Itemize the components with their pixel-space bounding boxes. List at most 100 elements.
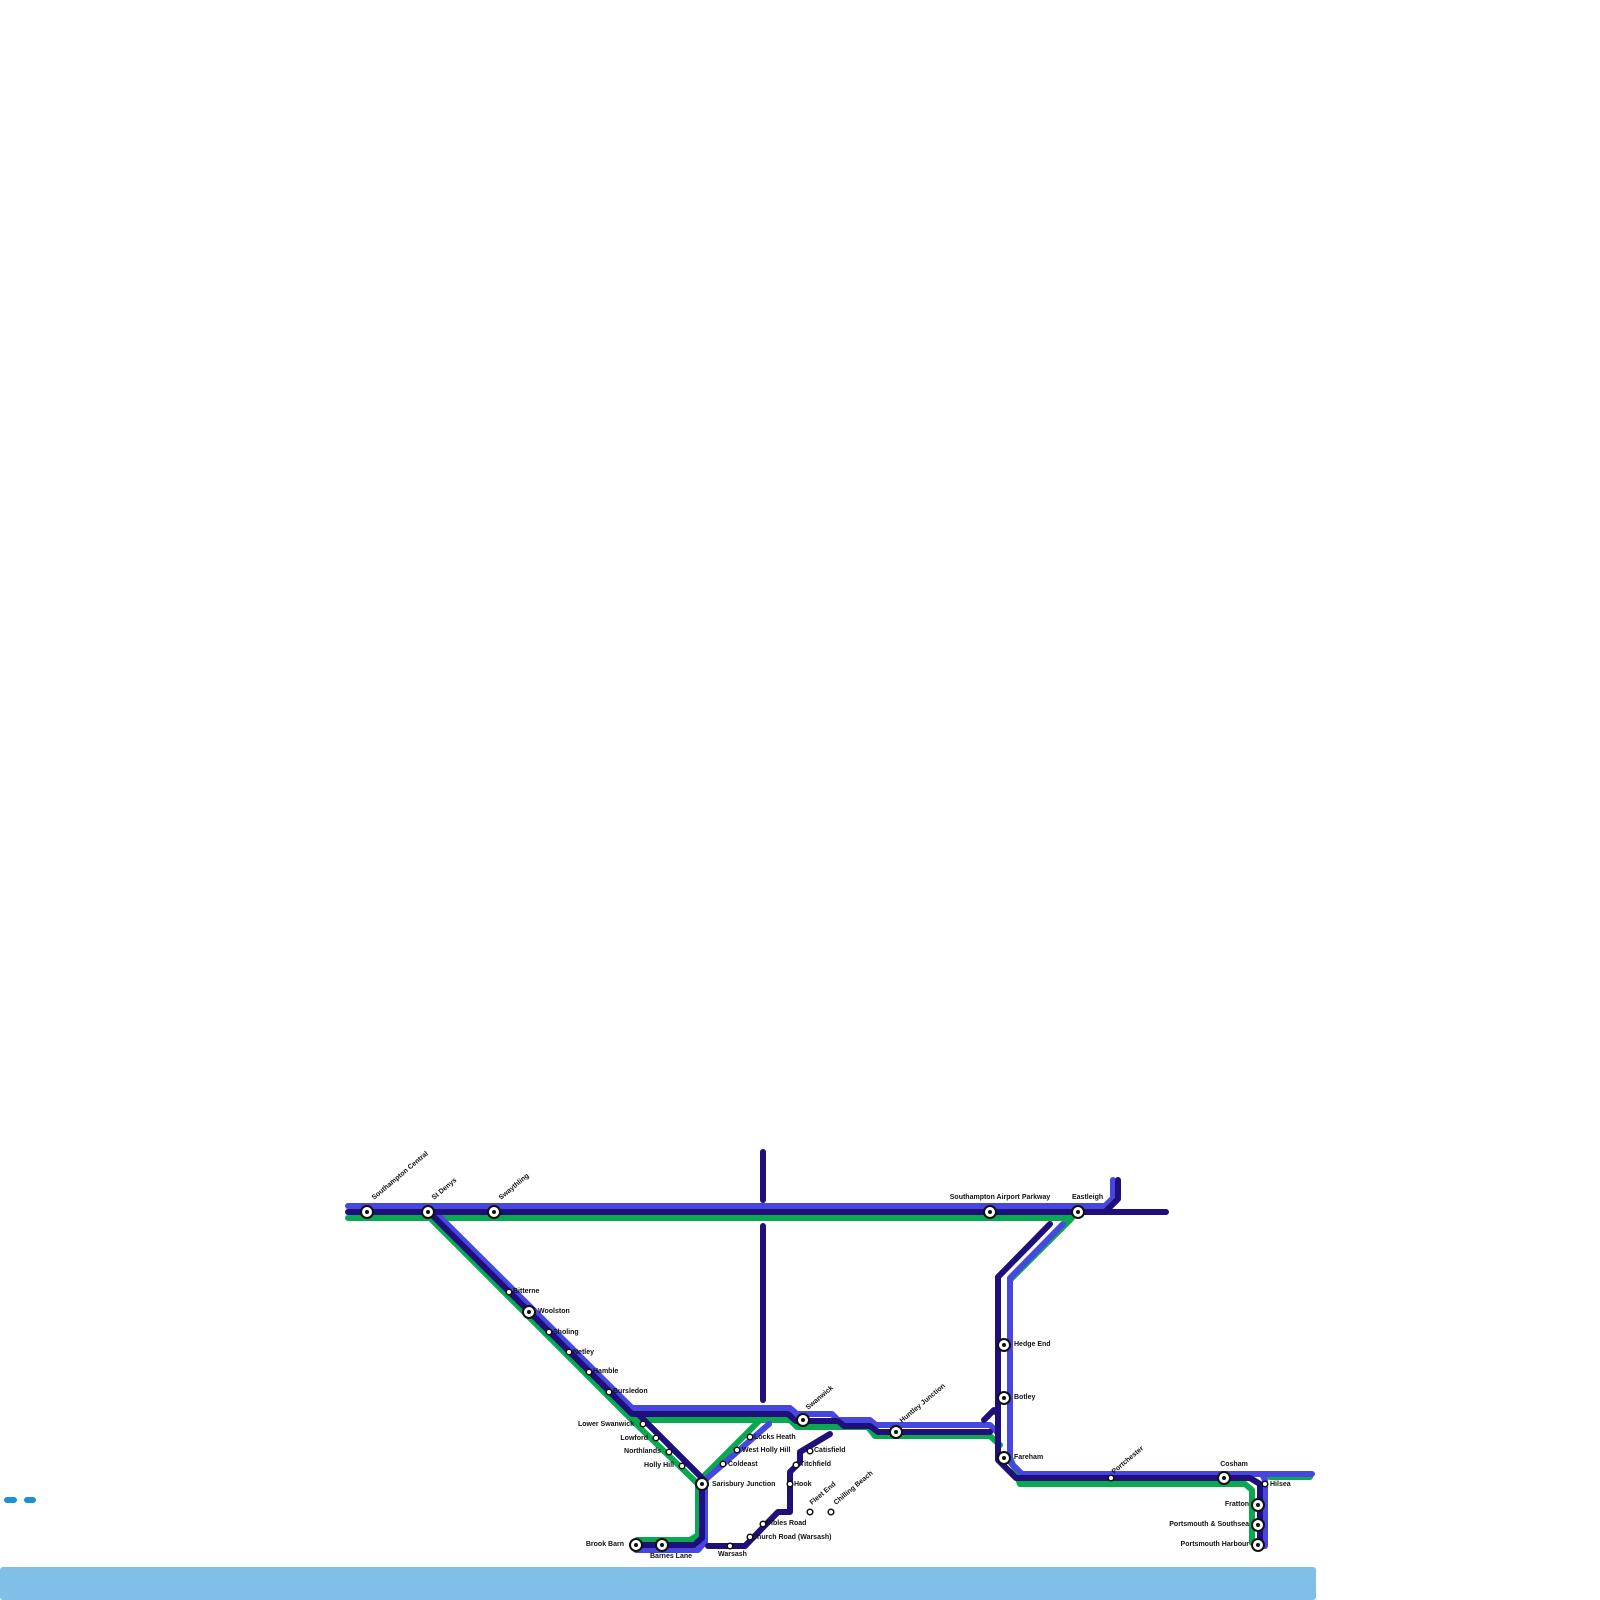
- station-marker-cosham[interactable]: [1217, 1471, 1231, 1485]
- station-marker-southampton-central[interactable]: [360, 1205, 374, 1219]
- label-chilling-beach: Chilling Beach: [833, 1470, 875, 1507]
- label-dibles-road: Dibles Road: [766, 1520, 806, 1527]
- station-marker-warsash[interactable]: [726, 1542, 734, 1550]
- label-catisfield: Catisfield: [814, 1447, 846, 1454]
- station-marker-hedge-end[interactable]: [997, 1338, 1011, 1352]
- station-marker-sholing[interactable]: [545, 1328, 553, 1336]
- label-botley: Botley: [1014, 1394, 1036, 1401]
- station-marker-botley[interactable]: [997, 1391, 1011, 1405]
- label-hook: Hook: [794, 1481, 812, 1488]
- stop-dot: [806, 1508, 814, 1516]
- station-marker-brook-barn[interactable]: [629, 1538, 643, 1552]
- station-marker-hilsea[interactable]: [1261, 1480, 1269, 1488]
- label-barnes-lane: Barnes Lane: [650, 1553, 692, 1560]
- station-marker-bitterne[interactable]: [505, 1288, 513, 1296]
- station-marker-eastleigh[interactable]: [1071, 1205, 1085, 1219]
- station-marker-sarisbury-junction[interactable]: [695, 1477, 709, 1491]
- stop-dot: [565, 1348, 573, 1356]
- station-marker-southampton-airport[interactable]: [983, 1205, 997, 1219]
- interchange-dot: [634, 1543, 638, 1547]
- stop-dot: [746, 1433, 754, 1441]
- label-cosham: Cosham: [1220, 1461, 1248, 1468]
- label-huntley-junction: Huntley Junction: [899, 1383, 947, 1425]
- interchange-dot: [365, 1210, 369, 1214]
- label-bitterne: Bitterne: [513, 1288, 540, 1295]
- station-marker-hook[interactable]: [786, 1480, 794, 1488]
- green-line-sarisbury-branch: [629, 1417, 701, 1543]
- station-marker-chilling-beach[interactable]: [827, 1508, 835, 1516]
- interchange-dot: [801, 1418, 805, 1422]
- station-marker-church-road[interactable]: [746, 1533, 754, 1541]
- stop-dot: [746, 1533, 754, 1541]
- dark-line: [345, 1149, 1263, 1549]
- station-marker-fareham[interactable]: [997, 1451, 1011, 1465]
- label-coldeast: Coldeast: [728, 1461, 758, 1468]
- label-st-denys: St Denys: [431, 1177, 459, 1202]
- blue-line-portsmouth: [1259, 1471, 1268, 1549]
- dark-line-netley-branch: [427, 1210, 993, 1435]
- station-marker-portsmouth-southsea[interactable]: [1251, 1518, 1265, 1532]
- label-titchfield: Titchfield: [800, 1461, 831, 1468]
- interchange-dot: [1222, 1476, 1226, 1480]
- label-sarisbury-junction: Sarisbury Junction: [712, 1481, 775, 1488]
- station-marker-fleet-end[interactable]: [806, 1508, 814, 1516]
- label-church-road: Church Road (Warsash): [752, 1534, 831, 1541]
- label-hamble: Hamble: [593, 1368, 618, 1375]
- station-marker-swaythling[interactable]: [487, 1205, 501, 1219]
- label-locks-heath: Locks Heath: [754, 1434, 796, 1441]
- station-marker-lower-swanwick[interactable]: [639, 1420, 647, 1428]
- station-marker-swanwick[interactable]: [796, 1413, 810, 1427]
- label-eastleigh: Eastleigh: [1072, 1194, 1103, 1201]
- station-marker-bursledon[interactable]: [605, 1388, 613, 1396]
- interchange-dot: [1002, 1396, 1006, 1400]
- station-marker-hamble[interactable]: [585, 1368, 593, 1376]
- label-portsmouth-southsea: Portsmouth & Southsea: [1169, 1521, 1249, 1528]
- label-swanwick: Swanwick: [805, 1385, 835, 1412]
- interchange-dot: [1002, 1456, 1006, 1460]
- green-line-netley-branch: [427, 1215, 1003, 1448]
- station-marker-barnes-lane[interactable]: [655, 1538, 669, 1552]
- label-holly-hill: Holly Hill: [644, 1462, 674, 1469]
- station-marker-st-denys[interactable]: [421, 1205, 435, 1219]
- interchange-dot: [1256, 1543, 1260, 1547]
- interchange-dot: [988, 1210, 992, 1214]
- label-netley: Netley: [573, 1349, 594, 1356]
- label-portsmouth-harbour: Portsmouth Harbour: [1181, 1541, 1250, 1548]
- station-marker-coldeast[interactable]: [719, 1460, 727, 1468]
- label-fareham: Fareham: [1014, 1454, 1043, 1461]
- label-hedge-end: Hedge End: [1014, 1341, 1051, 1348]
- station-marker-fratton[interactable]: [1251, 1498, 1265, 1512]
- station-marker-northlands[interactable]: [665, 1448, 673, 1456]
- label-warsash: Warsash: [718, 1551, 747, 1558]
- stop-dot: [726, 1542, 734, 1550]
- station-marker-huntley-junction[interactable]: [889, 1425, 903, 1439]
- station-marker-locks-heath[interactable]: [746, 1433, 754, 1441]
- station-marker-titchfield[interactable]: [792, 1461, 800, 1469]
- dark-line-botley-branch: [995, 1221, 1263, 1549]
- dark-line-eastleigh-spur: [1102, 1177, 1121, 1215]
- stop-dot: [545, 1328, 553, 1336]
- station-marker-portsmouth-harbour[interactable]: [1251, 1538, 1265, 1552]
- stop-dot: [639, 1420, 647, 1428]
- blue-line-netley-branch: [429, 1206, 1001, 1436]
- station-marker-woolston[interactable]: [522, 1305, 536, 1319]
- stations: [360, 1205, 1269, 1552]
- green-line-locks-heath-branch: [697, 1417, 763, 1483]
- station-marker-portchester[interactable]: [1107, 1474, 1115, 1482]
- stop-dot: [1107, 1474, 1115, 1482]
- legend-dash-2: [24, 1497, 36, 1503]
- station-marker-catisfield[interactable]: [806, 1447, 814, 1455]
- station-marker-netley[interactable]: [565, 1348, 573, 1356]
- stop-dot: [806, 1447, 814, 1455]
- stop-dot: [678, 1462, 686, 1470]
- label-brook-barn: Brook Barn: [586, 1541, 624, 1548]
- station-marker-lowford[interactable]: [652, 1434, 660, 1442]
- station-marker-west-holly-hill[interactable]: [733, 1446, 741, 1454]
- station-marker-dibles-road[interactable]: [759, 1520, 767, 1528]
- legend-dash-1: [4, 1497, 17, 1503]
- station-marker-holly-hill[interactable]: [678, 1462, 686, 1470]
- label-woolston: Woolston: [538, 1308, 570, 1315]
- interchange-dot: [1256, 1503, 1260, 1507]
- label-sholing: Sholing: [553, 1329, 579, 1336]
